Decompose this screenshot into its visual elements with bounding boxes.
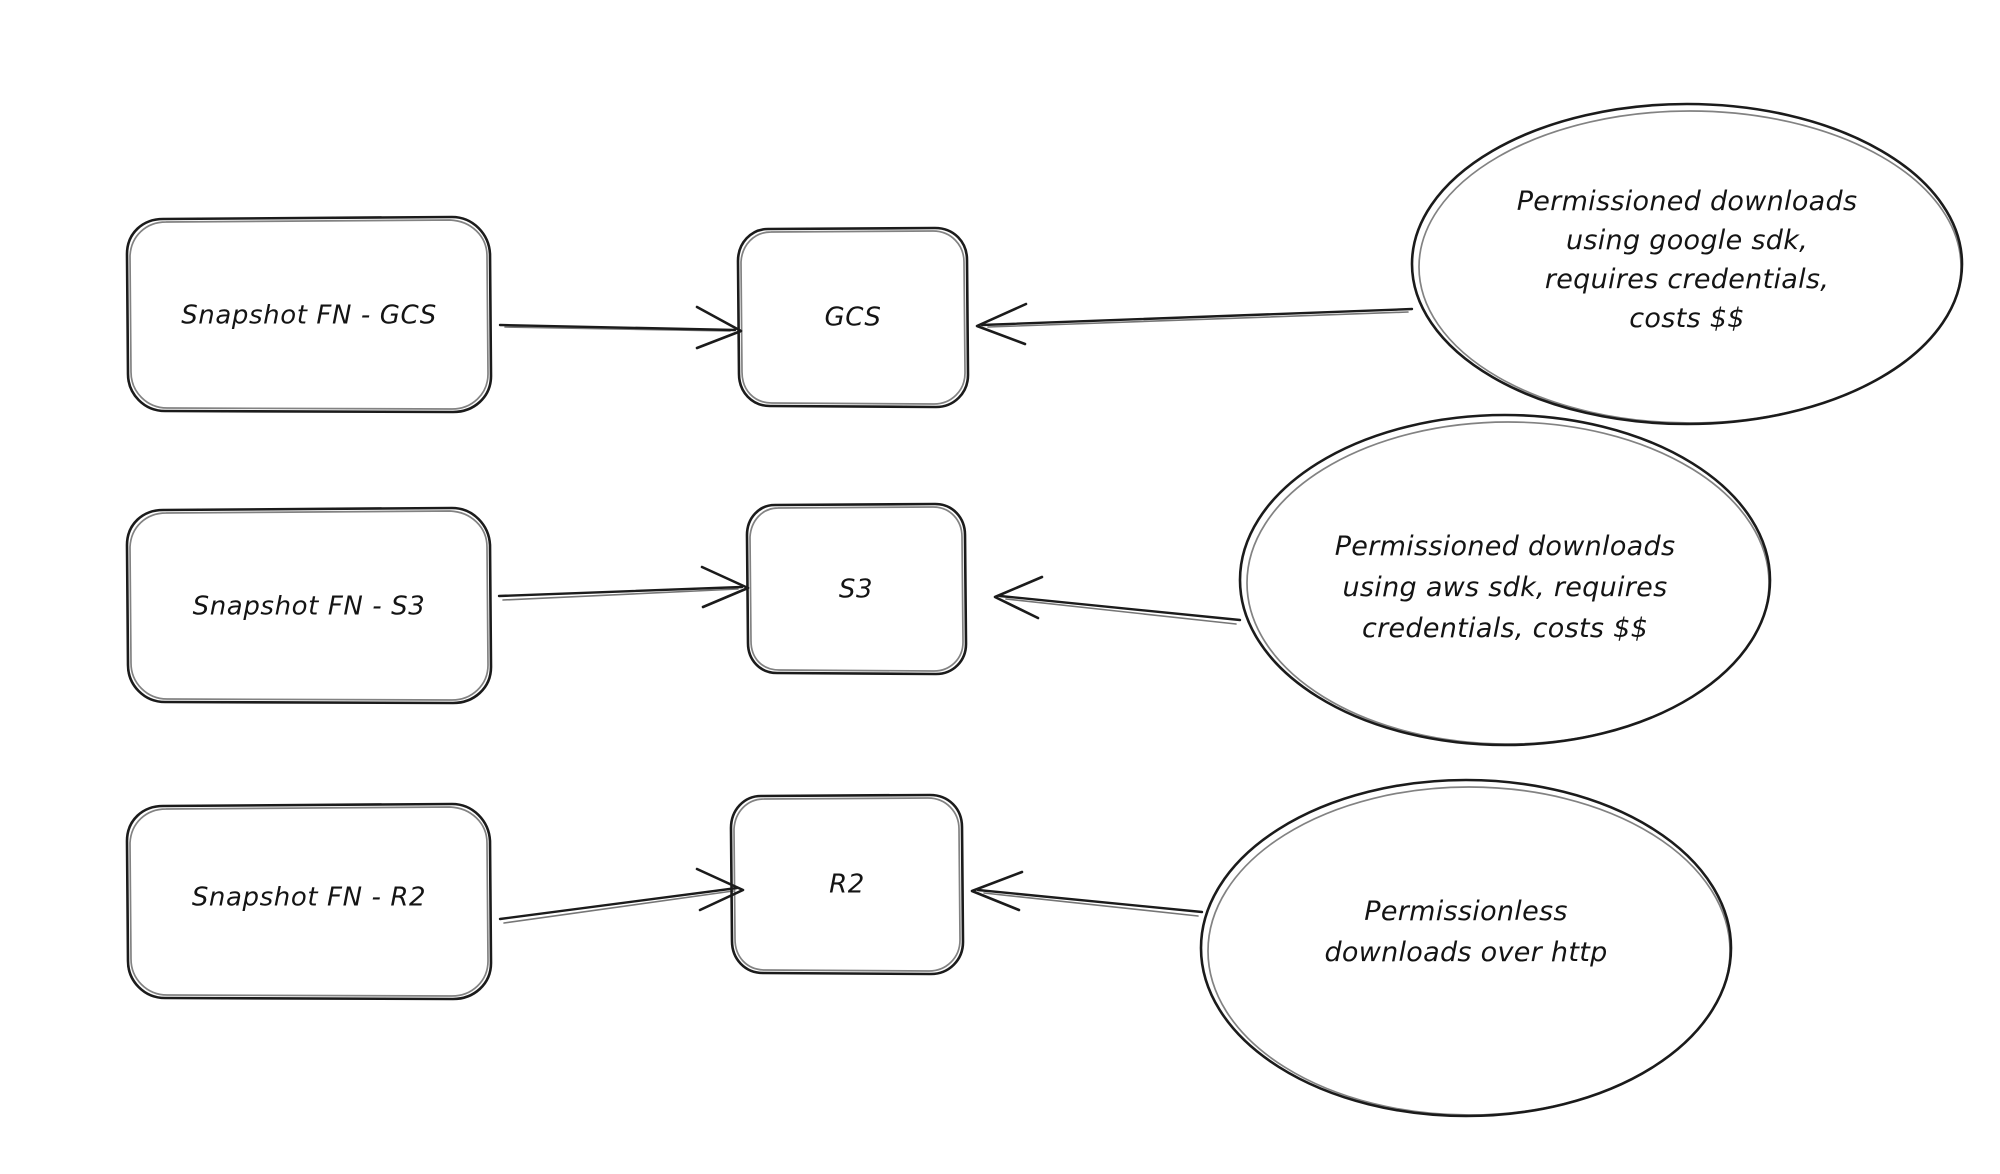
- node-label-snapshot-fn-s3: Snapshot FN - S3: [193, 592, 426, 622]
- edge-snapshot-s3-to-s3: [497, 565, 750, 609]
- note-bubble-s3[interactable]: Permissioned downloads using aws sdk, re…: [1238, 413, 1772, 747]
- note-line-gcs-3: requires credentials,: [1545, 264, 1829, 295]
- node-r2[interactable]: R2: [729, 793, 965, 976]
- node-label-r2: R2: [829, 870, 865, 900]
- edge-note-r2-to-r2: [970, 870, 1204, 917]
- edge-note-s3-to-s3: [993, 575, 1242, 625]
- node-label-snapshot-fn-r2: Snapshot FN - R2: [192, 883, 426, 913]
- node-gcs[interactable]: GCS: [736, 226, 970, 409]
- node-label-gcs: GCS: [824, 303, 881, 333]
- note-bubble-gcs[interactable]: Permissioned downloads using google sdk,…: [1410, 102, 1964, 426]
- node-snapshot-fn-gcs[interactable]: Snapshot FN - GCS: [125, 215, 493, 414]
- note-bubble-r2[interactable]: Permissionless downloads over http: [1199, 778, 1733, 1118]
- note-line-gcs-2: using google sdk,: [1566, 225, 1808, 256]
- note-line-s3-1: Permissioned downloads: [1335, 531, 1676, 562]
- node-label-snapshot-fn-gcs: Snapshot FN - GCS: [181, 301, 437, 331]
- edge-snapshot-r2-to-r2: [498, 867, 745, 924]
- note-line-s3-3: credentials, costs $$: [1362, 613, 1648, 644]
- node-snapshot-fn-r2[interactable]: Snapshot FN - R2: [125, 802, 493, 1001]
- note-line-gcs-1: Permissioned downloads: [1517, 186, 1858, 217]
- node-s3[interactable]: S3: [745, 502, 968, 676]
- note-line-r2-1: Permissionless: [1364, 896, 1568, 927]
- edge-note-gcs-to-gcs: [975, 302, 1414, 346]
- edge-snapshot-gcs-to-gcs: [498, 305, 743, 350]
- node-snapshot-fn-s3[interactable]: Snapshot FN - S3: [125, 506, 493, 705]
- node-label-s3: S3: [839, 575, 873, 605]
- note-line-s3-2: using aws sdk, requires: [1343, 572, 1668, 603]
- note-line-r2-2: downloads over http: [1324, 937, 1607, 968]
- note-line-gcs-4: costs $$: [1629, 303, 1744, 334]
